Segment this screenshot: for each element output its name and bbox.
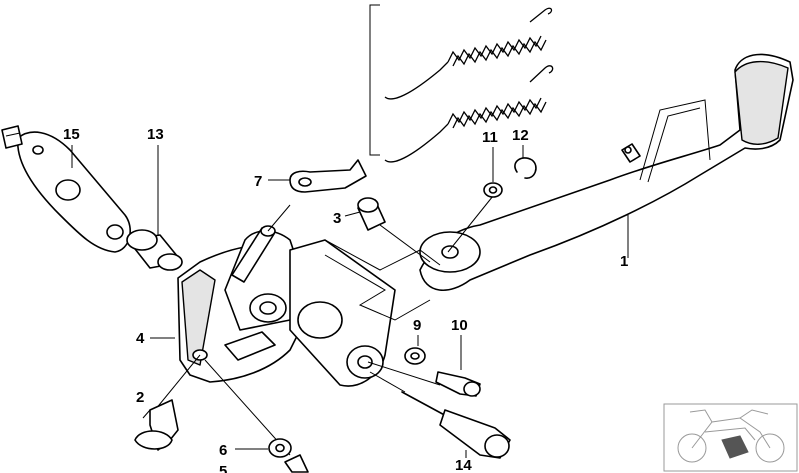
assembly-lines [154, 195, 494, 456]
bolt-5 [284, 454, 309, 473]
callout-14: 14 [455, 457, 472, 473]
callout-9: 9 [413, 317, 421, 334]
callout-12: 12 [512, 127, 529, 144]
callout-11: 11 [482, 129, 498, 146]
callout-labels: 1 2 3 4 5 6 7 9 10 11 12 13 14 15 [63, 126, 628, 473]
pin-14 [401, 391, 511, 459]
callout-1: 1 [620, 253, 628, 270]
callout-13: 13 [147, 126, 164, 143]
spring-bracket [369, 4, 380, 156]
callout-10: 10 [451, 317, 468, 334]
callout-6: 6 [219, 442, 227, 459]
linkage-arm [1, 125, 131, 253]
callout-leaders [71, 145, 629, 458]
callout-3: 3 [333, 210, 341, 227]
clip [289, 159, 367, 193]
callout-4: 4 [136, 330, 145, 347]
spring-lower [384, 65, 554, 163]
circlip-12 [514, 157, 537, 179]
washer-11 [483, 182, 503, 198]
bushing [126, 229, 183, 271]
bolt-10 [435, 371, 481, 397]
washer-6 [268, 438, 292, 458]
sleeve [357, 197, 386, 231]
spring-upper [384, 7, 553, 100]
callout-15: 15 [63, 126, 80, 143]
screw-2 [134, 399, 179, 451]
callout-5: 5 [219, 463, 227, 473]
motorcycle-thumbnail [663, 403, 798, 472]
washer-9 [404, 347, 426, 365]
callout-2: 2 [136, 389, 144, 406]
side-stand [419, 53, 794, 292]
pivot-link [289, 239, 396, 387]
callout-7: 7 [254, 173, 262, 190]
